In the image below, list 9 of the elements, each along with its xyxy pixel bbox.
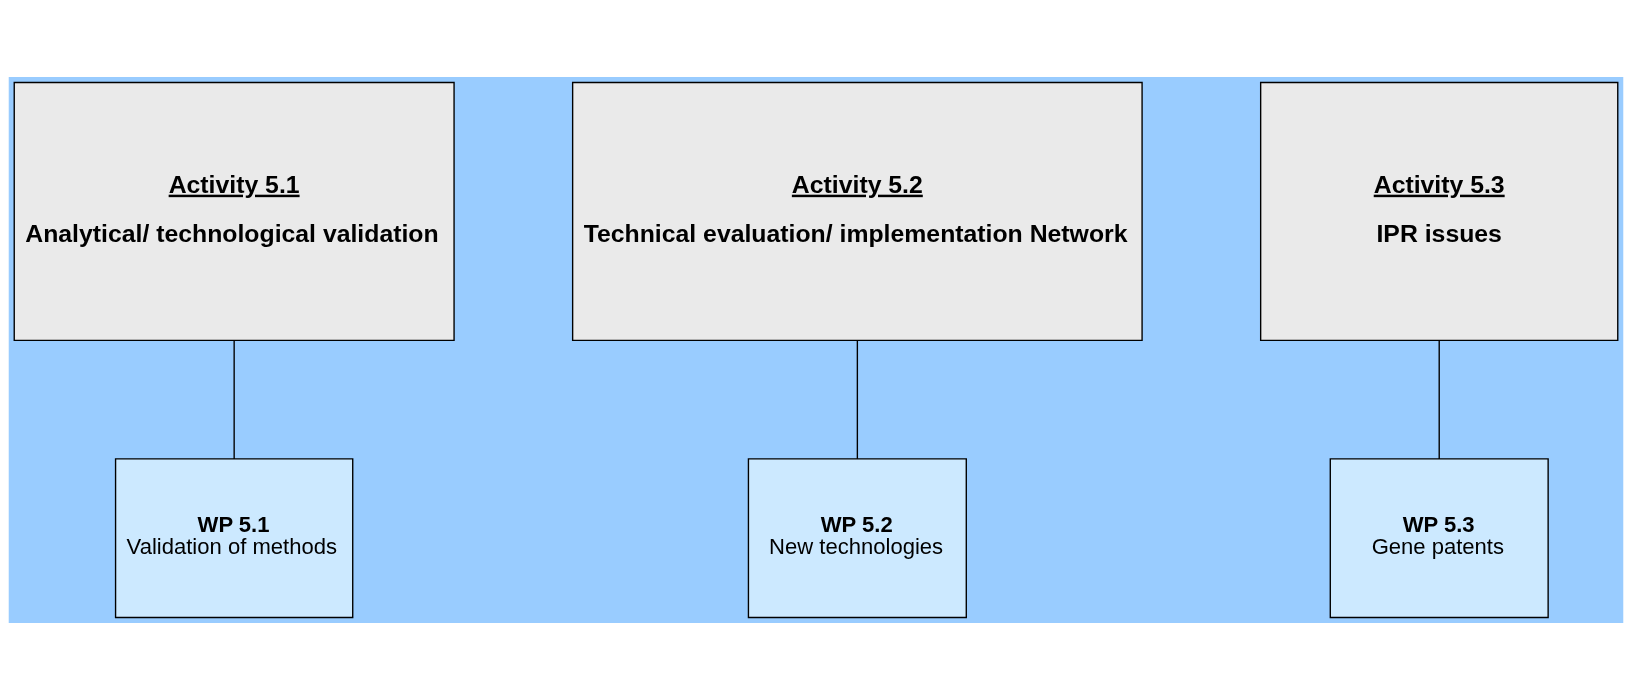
node-box: WP 5.3 Gene patents: [1329, 457, 1549, 618]
node-box: Activity 5.1 Analytical/ technological validation: [13, 81, 455, 341]
node-box: WP 5.2 New technologies: [747, 457, 967, 618]
connector: [233, 339, 235, 460]
connector: [1438, 339, 1440, 460]
connector: [856, 339, 859, 460]
node-box: WP 5.1 Validation of methods: [114, 457, 354, 618]
node-box: Activity 5.2 Technical evaluation/ implementation Network: [571, 81, 1143, 341]
node-box: Activity 5.3 IPR issues: [1259, 81, 1619, 341]
